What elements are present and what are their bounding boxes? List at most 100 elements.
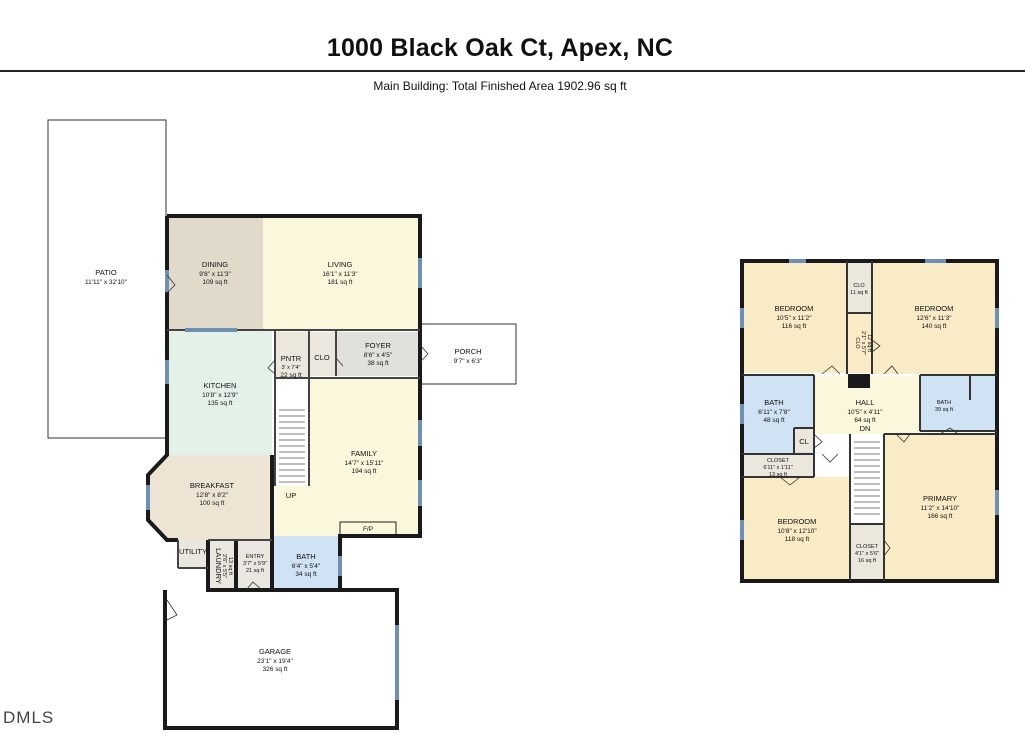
closet1-area: 13 sq ft <box>769 472 788 478</box>
clo3-label: CLO <box>854 337 860 349</box>
clo3-room <box>847 313 872 373</box>
primary-dims: 11'2" x 14'10" <box>921 505 960 512</box>
foyer-dims: 8'6" x 4'5" <box>364 352 393 359</box>
clo3-area: 12 sq ft <box>866 334 872 353</box>
second-floor-windows <box>740 259 999 540</box>
breakfast-label: BREAKFAST <box>190 481 235 490</box>
stair2-area <box>850 434 884 524</box>
family-label: FAMILY <box>351 449 377 458</box>
kitchen-room <box>167 330 272 455</box>
bath1-room <box>272 536 340 590</box>
bath1-area: 34 sq ft <box>295 571 317 578</box>
closet2-dims: 4'1" x 5'6" <box>855 551 879 557</box>
bed1-room <box>742 261 847 373</box>
closet1-room <box>742 455 814 477</box>
family-area: 194 sq ft <box>352 468 377 475</box>
pantry-label: PNTR <box>281 354 302 363</box>
bed3-label: BEDROOM <box>778 517 817 526</box>
clo1-label: CLO <box>314 353 330 362</box>
first-floor-walls <box>146 214 422 730</box>
bath2-dims: 6'11" x 7'8" <box>758 409 790 416</box>
clo2-room <box>847 263 872 313</box>
page-title: 1000 Black Oak Ct, Apex, NC <box>326 34 674 62</box>
cl-label: CL <box>799 437 809 446</box>
breakfast-room <box>148 455 272 540</box>
bath1-label: BATH <box>296 552 315 561</box>
bath2-area: 48 sq ft <box>763 417 785 424</box>
bed2-area: 140 sq ft <box>922 323 947 330</box>
kitchen-label: KITCHEN <box>204 381 237 390</box>
stair-area <box>275 378 309 486</box>
watermark-logo: DMLS <box>3 708 55 727</box>
living-room <box>263 216 420 330</box>
entry-label: ENTRY <box>246 554 265 560</box>
closet2-area: 16 sq ft <box>858 558 877 564</box>
hall-label: HALL <box>856 398 875 407</box>
garage-dims: 23'1" x 19'4" <box>257 658 293 665</box>
stairs-down-label: DN <box>860 424 871 433</box>
dining-area: 109 sq ft <box>203 279 228 286</box>
bed2-label: BEDROOM <box>915 304 954 313</box>
primary-room <box>884 434 997 581</box>
second-floor-labels: BEDROOM 10'5" x 11'2" 116 sq ft CLO 11 s… <box>758 283 960 564</box>
kitchen-area: 135 sq ft <box>208 400 233 407</box>
foyer-area: 38 sq ft <box>367 360 389 367</box>
bed3-area: 118 sq ft <box>785 536 810 543</box>
garage-room <box>165 590 397 728</box>
living-dims: 16'1" x 11'3" <box>322 271 358 278</box>
entry-area: 21 sq ft <box>246 568 265 574</box>
porch-label: PORCH <box>454 347 481 356</box>
dining-room <box>167 216 263 330</box>
entry-dims: 3'7" x 5'9" <box>243 561 267 567</box>
closet1-label: CLOSET <box>767 458 790 464</box>
patio-label: PATIO <box>95 268 117 277</box>
clo2-label: CLO <box>853 283 865 289</box>
bath3-area: 39 sq ft <box>935 407 954 413</box>
bed3-dims: 10'8" x 12'10" <box>777 528 817 535</box>
family-dims: 14'7" x 15'11" <box>345 460 384 467</box>
patio-dims: 11'11" x 32'10" <box>85 279 128 286</box>
bath2-label: BATH <box>764 398 783 407</box>
fireplace-label: F/P <box>363 526 373 533</box>
bed1-label: BEDROOM <box>775 304 814 313</box>
clo2-area: 11 sq ft <box>850 290 868 296</box>
first-floor: PATIO 11'11" x 32'10" DINING 9'8" x 11'3… <box>47 119 517 730</box>
closet2-room <box>850 524 884 581</box>
closet2-label: CLOSET <box>856 544 879 550</box>
bath1-dims: 6'4" x 5'4" <box>292 563 321 570</box>
bath3-label: BATH <box>937 400 951 406</box>
hall-area: 64 sq ft <box>854 417 876 424</box>
pantry-area: 22 sq ft <box>280 372 302 379</box>
breakfast-dims: 12'8" x 8'2" <box>196 492 229 499</box>
bath3-room <box>920 376 997 431</box>
clo3-text-group: CLO 2'1" x 5'7" 12 sq ft <box>854 331 872 355</box>
laundry-room <box>208 540 236 590</box>
stairs-up-label: UP <box>286 491 296 500</box>
utility-label: UTILITY <box>179 547 207 556</box>
pantry-room <box>275 332 308 378</box>
clo3-dims: 2'1" x 5'7" <box>860 331 866 355</box>
bed2-room <box>872 261 997 374</box>
stairs-second <box>854 441 880 515</box>
garage-label: GARAGE <box>259 647 291 656</box>
first-floor-labels: PATIO 11'11" x 32'10" DINING 9'8" x 11'3… <box>85 260 483 673</box>
laundry-area: 13 sq ft <box>227 557 233 576</box>
page-subtitle: Main Building: Total Finished Area 1902.… <box>373 79 627 93</box>
bed3-room <box>742 477 850 581</box>
foyer-room <box>336 332 420 376</box>
laundry-text-group: LAUNDRY 2'6" x 5'5" 13 sq ft <box>214 548 233 584</box>
up-area <box>275 486 309 536</box>
dining-dims: 9'8" x 11'3" <box>199 271 231 278</box>
entry-room <box>236 540 272 590</box>
bed1-dims: 10'5" x 11'2" <box>776 315 812 322</box>
laundry-label: LAUNDRY <box>214 548 223 584</box>
primary-area: 166 sq ft <box>928 513 953 520</box>
first-floor-doors <box>166 274 429 621</box>
closet1-dims: 6'11" x 1'11" <box>763 465 792 471</box>
second-floor-doors <box>779 339 959 557</box>
hall-dims: 10'5" x 4'11" <box>847 409 883 416</box>
living-label: LIVING <box>328 260 353 269</box>
porch-dims: 9'7" x 6'3" <box>454 358 483 365</box>
bed2-dims: 12'6" x 11'3" <box>916 315 952 322</box>
